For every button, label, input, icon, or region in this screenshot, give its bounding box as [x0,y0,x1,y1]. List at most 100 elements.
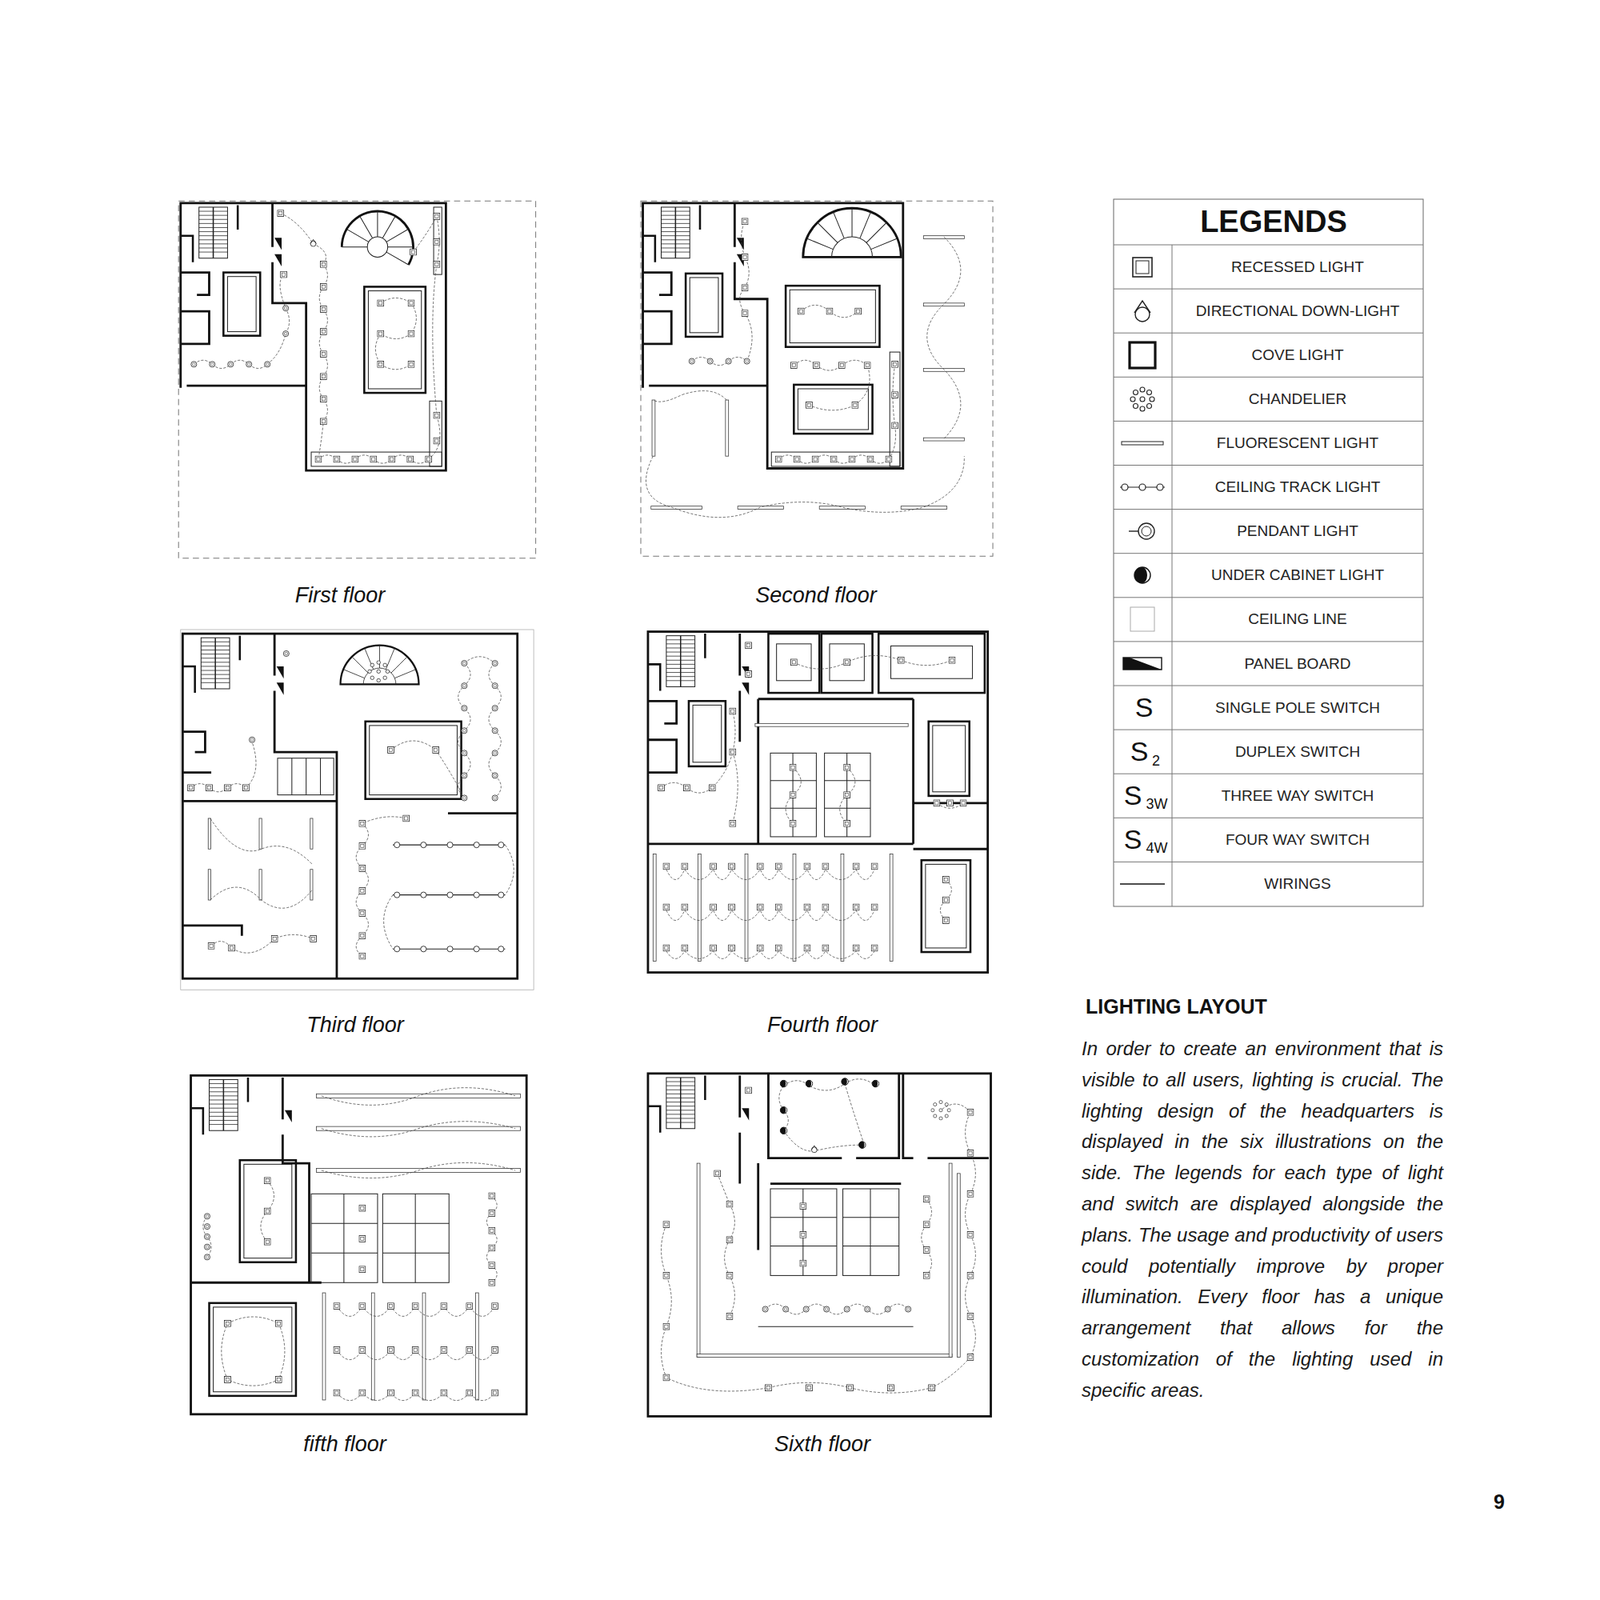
legend-symbols [1120,257,1165,884]
second-floor-plan-part [838,362,845,369]
legend-table-part [1113,244,1424,907]
first-floor-plan-part [283,305,289,312]
second-floor-plan-part [725,358,732,364]
second-floor-plan-part [864,362,871,369]
legend-text: DIRECTIONAL DOWN-LIGHT [1196,302,1400,320]
sixth-floor-plan-part [824,1306,830,1312]
third-floor-plan-part [492,750,498,756]
fifth-floor-plan-part [244,1164,292,1258]
first-floor-plan-part [433,412,440,419]
fifth-floor-plan [191,1075,528,1414]
fifth-floor-plan-part [275,1320,282,1327]
fourth-floor-plan-part [697,854,701,962]
sixth-floor-plan-part [967,1108,974,1116]
switch-subscript: 2 [1152,752,1160,770]
fourth-floor-plan-part [755,723,908,727]
fourth-floor-plan-part [921,860,971,952]
first-floor-plan [178,200,536,558]
second-floor-plan-part [646,391,965,518]
third-floor-plan-part [359,932,366,940]
second-floor-plan-part [741,254,748,261]
fifth-floor-plan-part [204,1213,210,1220]
third-floor-plan-part [182,633,517,979]
fourth-floor-plan-part [692,704,722,762]
fourth-floor-plan-part [844,764,851,771]
floor-plan: Third floor [180,629,534,990]
legend-text: PENDANT LIGHT [1236,522,1359,540]
third-floor-plan-part [492,795,498,801]
first-floor-plan-part [377,360,384,368]
third-floor-plan-part [461,772,468,779]
sixth-floor-plan-part [872,1080,880,1088]
sixth-floor-plan-part [888,1384,895,1392]
first-floor-plan-part [375,297,416,369]
fifth-floor-plan-part [333,1389,499,1396]
second-floor-plan-part [692,221,752,366]
legend-text: CEILING LINE [1248,610,1348,628]
fourth-floor-plan-part [925,864,967,948]
fifth-floor-plan-part [475,1292,479,1400]
second-floor-plan-part [793,456,800,463]
sixth-floor-plan-part [967,1272,974,1279]
second-floor-plan-part [778,364,896,464]
sixth-floor-plan-part [967,1231,974,1238]
fourth-floor-plan-part [942,876,949,884]
fourth-floor-plan-part [840,854,844,962]
second-floor-plan-part [812,456,819,463]
third-floor-plan-part [359,842,366,849]
sixth-floor-plan-part [779,1079,876,1152]
legend-symbols-part [1123,657,1162,670]
second-floor-plan-part [803,208,901,257]
legend-symbols-part-part [1130,396,1136,402]
third-floor-plan-part-part [420,946,427,952]
floor-plan: Fourth floor [645,629,990,975]
third-floor-plan-part [243,784,250,792]
third-floor-plan-part-part [473,946,480,952]
legend-symbols-part-part [1149,396,1155,402]
fourth-floor-plan-part [708,784,716,792]
third-floor-plan-part [365,721,462,800]
first-floor-plan-part [410,248,417,256]
sixth-floor-plan-part [967,1149,974,1156]
legend-symbols-part-part [1139,484,1146,491]
legend-symbols-part [1120,883,1165,885]
fourth-floor-plan-part [948,656,956,664]
third-floor-plan-part [208,942,215,949]
sixth-floor-plan-part [967,1354,974,1361]
first-floor-plan-part [180,204,238,262]
fourth-floor-plan-part [792,854,796,962]
first-floor-plan-part [320,306,327,313]
fifth-floor-plan-part [224,1376,232,1384]
legend-symbols-part [1134,567,1151,584]
legend-symbols-part-part [1140,406,1145,412]
legend-symbols-part [1134,567,1148,584]
second-floor-plan-part [651,506,703,510]
legend-symbols-part-part [1147,390,1152,396]
fifth-floor-plan-part [240,1160,296,1263]
second-floor-plan-part [806,401,813,408]
switch-subscript: 3W [1146,796,1168,813]
legend-symbols-part-part [1156,484,1164,491]
fourth-floor-plan-part [729,708,736,715]
third-floor-plan-part [191,741,314,953]
third-floor-plan-part [359,910,366,917]
third-floor-plan-part [461,795,468,801]
fifth-floor-plan-part [488,1244,496,1252]
third-floor-plan-part-part [447,842,453,848]
second-floor-plan-part [852,401,859,408]
floor-plan: First floor [178,200,536,559]
fourth-floor-plan-part [663,863,878,870]
second-floor-plan-part [785,285,880,348]
third-floor-plan-part [359,865,366,872]
sixth-floor-plan-part [923,1196,930,1203]
floor-plan: Second floor [640,200,994,556]
fifth-floor-plan-part [488,1192,496,1200]
fourth-floor-plan-part [889,854,893,962]
fifth-floor-plan-part [204,1224,210,1230]
first-floor-plan-part [433,207,442,275]
third-floor-plan-part [362,816,514,949]
third-floor-plan-part [310,936,317,943]
fourth-floor-plan-part [790,659,797,666]
sixth-floor-plan-part [844,1306,850,1312]
second-floor-plan-part [892,360,899,368]
